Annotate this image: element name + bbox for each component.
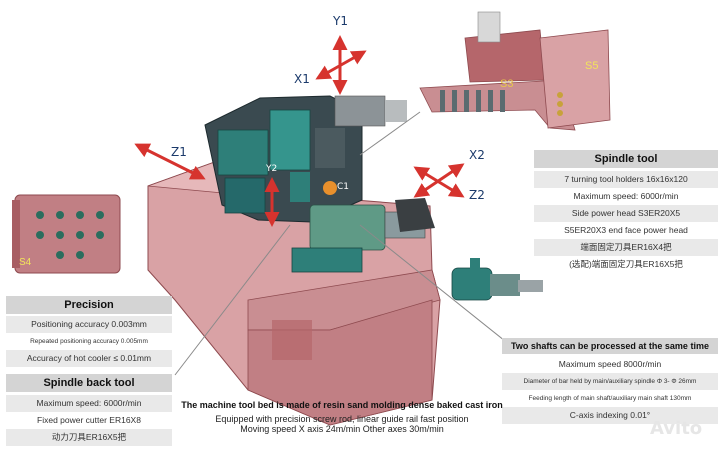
two-shafts-item: Maximum speed 8000r/min [502,356,718,373]
precision-item: Positioning accuracy 0.003mm [6,316,172,333]
tool-block-s3-s5 [419,11,611,131]
station-label-s4: S4 [19,257,32,268]
precision-title: Precision [6,296,172,314]
callout-lines [174,111,511,376]
spindle-tool-item: 7 turning tool holders 16x16x120 [534,171,718,188]
axis-label-z1: Z1 [171,145,187,159]
axis-label-z2: Z2 [469,188,485,202]
spindle-tool-item: (选配)端面固定刀具ER16X5把 [534,256,718,273]
station-label-s3: S3 [500,78,514,90]
axis-arrows [134,35,465,227]
bed-caption-line: Moving speed X axis 24m/min Other axes 3… [240,424,444,434]
tool-plate-s4 [12,194,121,274]
precision-item: Accuracy of hot cooler ≤ 0.01mm [6,350,172,367]
spindle-tool-item: S5ER20X3 end face power head [534,222,718,239]
bed-caption-line: Equipped with precision screw rod, linea… [215,414,469,424]
two-shafts-item: C-axis indexing 0.01° [502,407,718,424]
two-shafts-title: Two shafts can be processed at the same … [502,338,718,354]
bed-caption: The machine tool bed is made of resin sa… [172,400,512,434]
spindle-back-tool-item: 动力刀具ER16X5把 [6,429,172,446]
spindle-tool-title: Spindle tool [534,150,718,168]
spindle-back-tool-item: Fixed power cutter ER16X8 [6,412,172,429]
spindle-tool-item: Maximum speed: 6000r/min [534,188,718,205]
spindle-motor-detail [451,258,543,301]
bed-caption-title: The machine tool bed is made of resin sa… [181,400,503,410]
station-label-s5: S5 [585,60,599,72]
two-shafts-item: Diameter of bar held by main/auxiliary s… [502,373,718,390]
two-shafts-item: Feeding length of main shaft/auxiliary m… [502,390,718,407]
sub-spindle [291,181,435,273]
spindle-back-tool-title: Spindle back tool [6,374,172,392]
precision-panel: Precision Positioning accuracy 0.003mm R… [6,296,172,367]
axis-label-y2: Y2 [266,164,278,174]
axis-label-x1: X1 [294,72,310,86]
axis-label-c1: C1 [337,182,350,192]
axis-label-y1: Y1 [333,14,348,28]
spindle-tool-item: 端面固定刀具ER16X4把 [534,239,718,256]
precision-item: Repeated positioning accuracy 0.005mm [6,333,172,350]
spindle-back-tool-panel: Spindle back tool Maximum speed: 6000r/m… [6,374,172,446]
watermark-logo: Avito [650,418,703,439]
two-shafts-panel: Two shafts can be processed at the same … [502,338,718,424]
main-headstock [204,95,407,223]
axis-label-x2: X2 [469,148,485,162]
spindle-back-tool-item: Maximum speed: 6000r/min [6,395,172,412]
spindle-tool-panel: Spindle tool 7 turning tool holders 16x1… [534,150,718,273]
spindle-tool-item: Side power head S3ER20X5 [534,205,718,222]
